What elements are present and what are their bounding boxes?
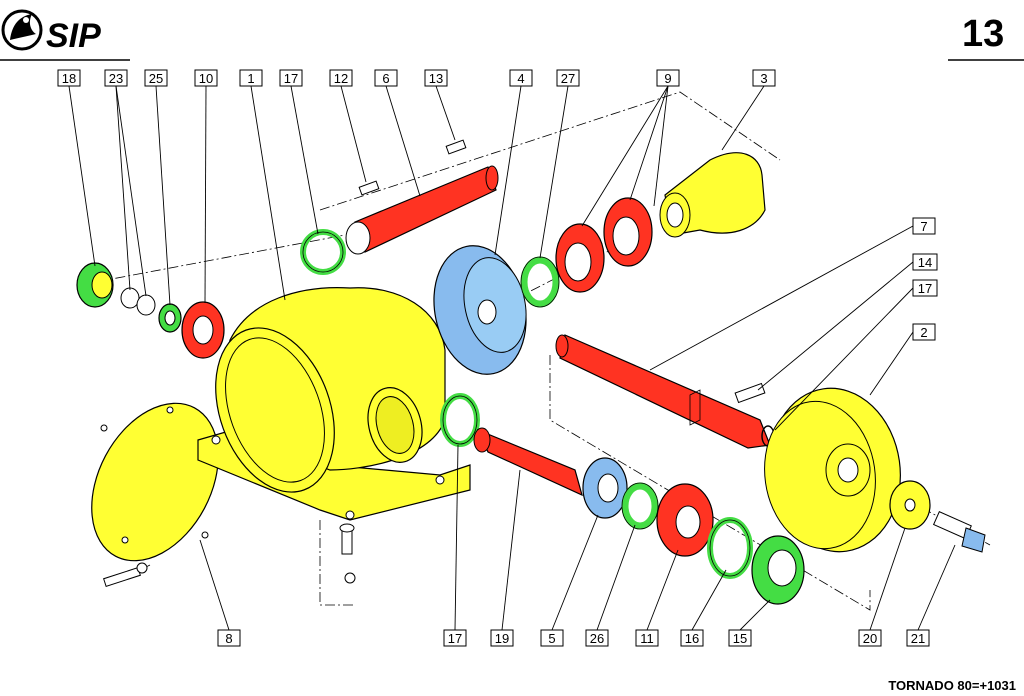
part-9-bearing-a [555, 223, 605, 293]
callout-17-right: 17 [912, 279, 938, 297]
part-2-pulley [764, 387, 901, 553]
callout-18: 18 [57, 69, 81, 87]
callout-17-bottom: 17 [443, 629, 467, 647]
callout-25: 25 [144, 69, 168, 87]
sip-logo [1, 9, 43, 51]
part-19-red-tube [473, 427, 583, 497]
callout-13: 13 [424, 69, 448, 87]
callout-14-text: 14 [918, 255, 932, 270]
callout-3: 3 [752, 69, 776, 87]
callout-12: 12 [329, 69, 353, 87]
callout-6: 6 [374, 69, 398, 87]
brand-name: SIP [46, 17, 101, 55]
part-18-green-seal [76, 262, 114, 308]
callout-11-text: 11 [640, 631, 654, 646]
part-4-bevel-gear [433, 245, 527, 375]
part-10-red-bearing [181, 301, 225, 359]
model-code: TORNADO 80=+1031 [888, 678, 1016, 693]
part-25-green-ring [158, 303, 182, 333]
callout-14: 14 [912, 253, 938, 271]
part-27-green-ring [520, 256, 560, 308]
part-11-red-seal [656, 483, 714, 557]
callout-17-top-text: 17 [284, 71, 298, 86]
part-14-key [734, 382, 766, 404]
callout-12-text: 12 [334, 71, 348, 86]
callout-21-text: 21 [911, 631, 925, 646]
callout-7-text: 7 [920, 219, 927, 234]
callout-9-text: 9 [664, 71, 671, 86]
callout-15: 15 [728, 629, 752, 647]
part-12-key [358, 180, 380, 196]
callout-26: 26 [585, 629, 609, 647]
part-13-key [445, 139, 467, 155]
callout-27-text: 27 [561, 71, 575, 86]
callout-4-text: 4 [517, 71, 524, 86]
callout-9: 9 [656, 69, 680, 87]
leader-lines [68, 85, 956, 631]
callout-2-text: 2 [920, 325, 927, 340]
callout-6-text: 6 [382, 71, 389, 86]
part-6-upper-shaft [345, 165, 499, 255]
callout-7: 7 [912, 217, 936, 235]
part-21-bolt [932, 511, 986, 553]
callout-23-text: 23 [109, 71, 123, 86]
callout-18-text: 18 [62, 71, 76, 86]
callout-3-text: 3 [760, 71, 767, 86]
part-17-circlip-bottom [440, 393, 480, 447]
callout-19: 19 [490, 629, 514, 647]
part-3-sleeve [659, 152, 766, 238]
callout-13-text: 13 [429, 71, 443, 86]
part-15-green-ring [751, 535, 805, 605]
part-26-green-ring [621, 482, 659, 530]
callout-26-text: 26 [590, 631, 604, 646]
callout-20: 20 [858, 629, 882, 647]
callout-16: 16 [680, 629, 704, 647]
cover-screw [103, 562, 148, 587]
page-number: 13 [962, 13, 1004, 55]
part-1-pump-body [197, 287, 471, 521]
callout-10-text: 10 [199, 71, 213, 86]
part-8-cover-plate [91, 402, 219, 562]
part-7-main-shaft [555, 334, 771, 449]
part-5-blue-gear [582, 457, 628, 519]
part-9-bearing-b [603, 197, 653, 267]
callout-1: 1 [239, 69, 263, 87]
callout-27: 27 [556, 69, 580, 87]
callout-5: 5 [540, 629, 564, 647]
base-bolt [339, 523, 356, 584]
callout-20-text: 20 [863, 631, 877, 646]
callout-15-text: 15 [733, 631, 747, 646]
callout-17-right-text: 17 [918, 281, 932, 296]
callout-1-text: 1 [247, 71, 254, 86]
callout-4: 4 [509, 69, 533, 87]
callout-11: 11 [635, 629, 659, 647]
part-20-washer [889, 480, 931, 530]
callout-21: 21 [906, 629, 930, 647]
callout-8: 8 [217, 629, 241, 647]
part-16-green-circlip [707, 517, 753, 579]
callout-2: 2 [912, 323, 936, 341]
callout-5-text: 5 [548, 631, 555, 646]
callout-19-text: 19 [495, 631, 509, 646]
part-17-circlip-top [300, 229, 346, 275]
callout-16-text: 16 [685, 631, 699, 646]
callout-25-text: 25 [149, 71, 163, 86]
callout-8-text: 8 [225, 631, 232, 646]
callout-17-top: 17 [279, 69, 303, 87]
callout-17-bottom-text: 17 [448, 631, 462, 646]
callout-23: 23 [104, 69, 128, 87]
callout-10: 10 [194, 69, 218, 87]
part-23-nuts [120, 287, 156, 316]
